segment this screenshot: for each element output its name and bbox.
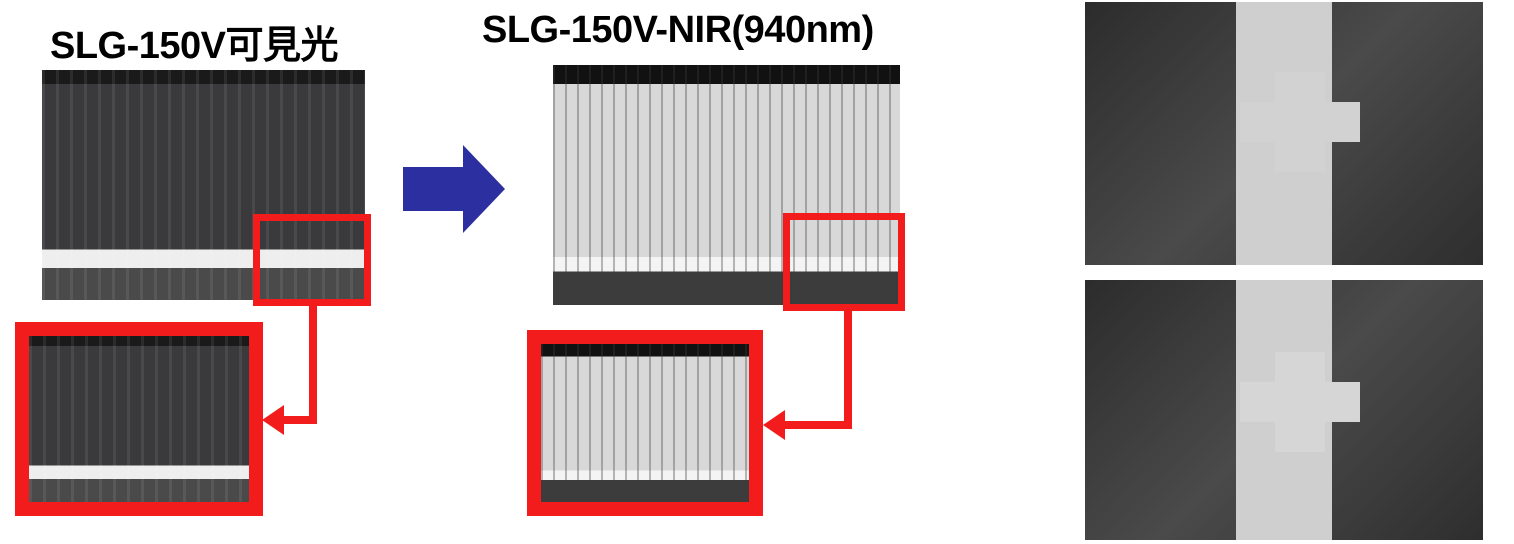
visible-highlight-box xyxy=(253,214,371,306)
visible-connector-arrowhead-icon xyxy=(262,405,284,435)
right-arrow-icon xyxy=(403,145,505,233)
nir-connector-arrowhead-icon xyxy=(763,410,785,440)
nir-zoom-image xyxy=(527,330,763,516)
micrograph-top xyxy=(1085,2,1483,265)
visible-light-title: SLG-150V可見光 xyxy=(50,25,339,67)
visible-zoom-image xyxy=(15,322,263,516)
nir-pcb-image xyxy=(553,65,900,305)
nir-highlight-box xyxy=(783,213,905,311)
nir-title: SLG-150V-NIR(940nm) xyxy=(482,9,874,51)
cross-pad xyxy=(1275,72,1325,172)
visible-connector-line xyxy=(309,306,317,424)
visible-light-pcb-image xyxy=(42,70,365,300)
nir-connector-line xyxy=(785,421,852,429)
micrograph-bottom xyxy=(1085,280,1483,540)
visible-connector-line xyxy=(280,416,317,424)
nir-connector-line xyxy=(844,311,852,429)
cross-pad xyxy=(1275,352,1325,452)
